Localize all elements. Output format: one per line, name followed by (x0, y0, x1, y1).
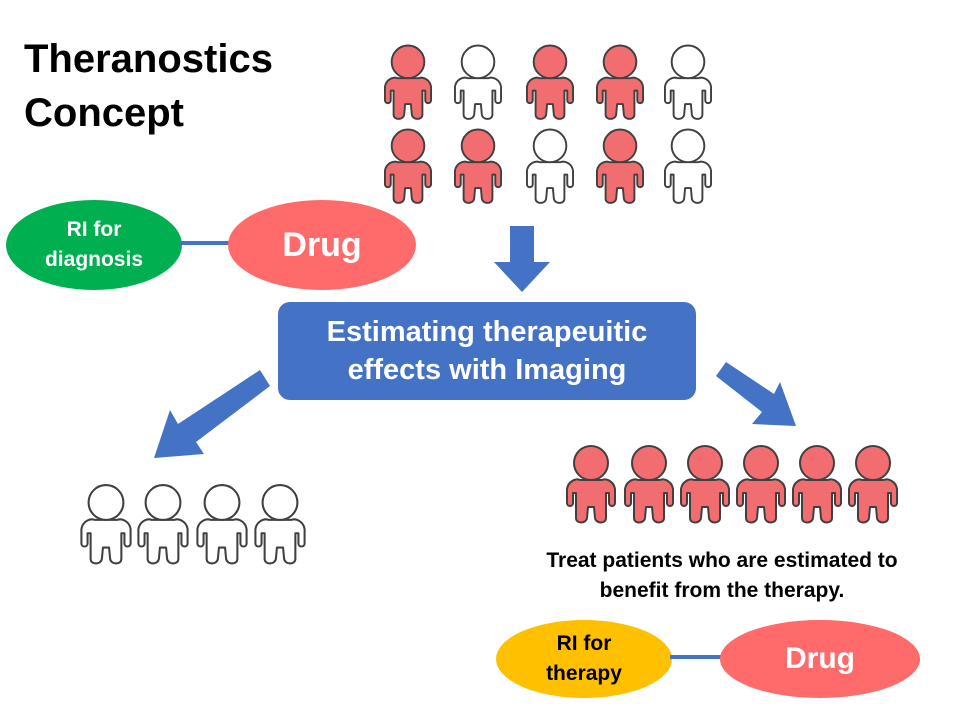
responder-person-icon (596, 128, 644, 204)
responder-person-icon (596, 44, 644, 120)
therapy-drug-connector (670, 655, 722, 659)
responder-person-icon (848, 445, 898, 524)
responder-person-icon (454, 128, 502, 204)
down-right-arrow-icon (716, 362, 796, 426)
non-responder-person-icon (664, 44, 712, 120)
responder-person-icon (384, 44, 432, 120)
down-arrow-icon (494, 226, 550, 292)
page-title: Theranostics Concept (24, 37, 273, 135)
non-responder-person-icon (454, 44, 502, 120)
treatment-caption: Treat patients who are estimated to bene… (546, 549, 898, 602)
ri-for-therapy-ellipse: RI for therapy (496, 620, 672, 698)
non-responder-person-icon (137, 484, 189, 565)
responder-person-icon (566, 445, 616, 524)
responder-person-icon (792, 445, 842, 524)
non-responder-person-icon (526, 128, 574, 204)
responder-person-icon (680, 445, 730, 524)
non-responder-person-icon (80, 484, 132, 565)
non-responder-person-icon (664, 128, 712, 204)
non-responder-person-icon (196, 484, 248, 565)
drug-bottom-ellipse: Drug (720, 620, 920, 698)
non-responder-person-icon (254, 484, 306, 565)
estimating-effects-box: Estimating therapeuitic effects with Ima… (278, 302, 696, 400)
ri-for-diagnosis-ellipse: RI for diagnosis (6, 200, 182, 290)
drug-top-ellipse: Drug (228, 200, 416, 290)
responder-person-icon (526, 44, 574, 120)
responder-person-icon (736, 445, 786, 524)
responder-person-icon (624, 445, 674, 524)
down-left-arrow-icon (154, 370, 270, 458)
responder-person-icon (384, 128, 432, 204)
diagnosis-drug-connector (180, 241, 232, 245)
